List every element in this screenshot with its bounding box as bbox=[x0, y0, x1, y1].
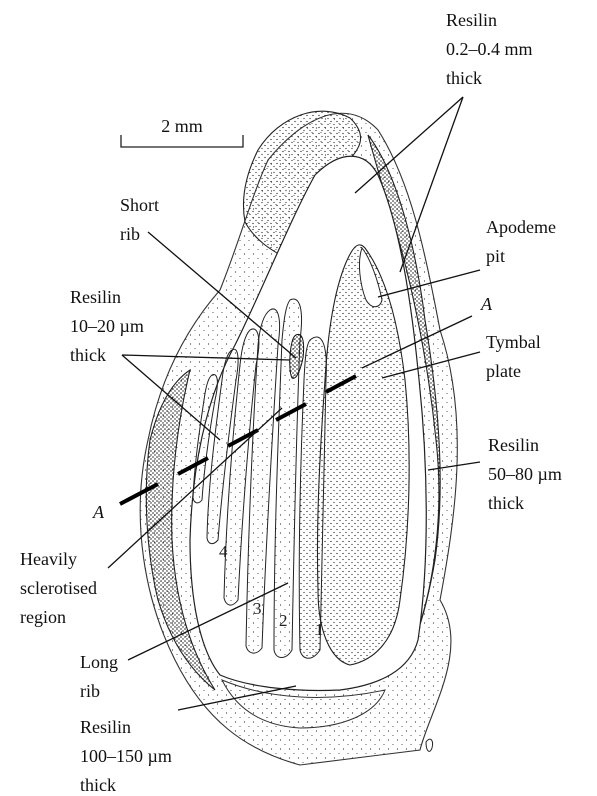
label-line: Resilin bbox=[80, 717, 131, 737]
label-line: rib bbox=[120, 224, 140, 244]
label-line: thick bbox=[446, 68, 482, 88]
label-line: thick bbox=[70, 345, 106, 365]
label-resilin-100-150: Resilin 100–150 µm thick bbox=[80, 717, 172, 795]
label-line: 10–20 µm bbox=[70, 316, 144, 336]
label-line: sclerotised bbox=[20, 578, 97, 598]
label-line: Resilin bbox=[446, 10, 497, 30]
label-long-rib: Long rib bbox=[80, 652, 118, 701]
label-line: Resilin bbox=[70, 287, 121, 307]
label-line: Resilin bbox=[488, 435, 539, 455]
scale-bar-label: 2 mm bbox=[161, 116, 203, 136]
scale-bar: 2 mm bbox=[121, 116, 243, 147]
rib-number-2: 2 bbox=[279, 611, 288, 630]
label-heavily-sclerotised: Heavily sclerotised region bbox=[20, 549, 97, 627]
label-line: thick bbox=[488, 493, 524, 513]
label-resilin-thick-top: Resilin 0.2–0.4 mm thick bbox=[446, 10, 533, 88]
small-mark bbox=[426, 739, 433, 751]
label-line: Heavily bbox=[20, 549, 77, 569]
label-section-a-right: A bbox=[480, 294, 493, 314]
label-resilin-50-80: Resilin 50–80 µm thick bbox=[488, 435, 562, 513]
scale-bar-line bbox=[121, 135, 243, 147]
label-line: Long bbox=[80, 652, 118, 672]
rib-number-4: 4 bbox=[219, 542, 228, 561]
tymbal-drawing bbox=[120, 111, 457, 765]
label-line: pit bbox=[486, 246, 505, 266]
label-section-a-left: A bbox=[92, 502, 105, 522]
label-line: 50–80 µm bbox=[488, 464, 562, 484]
rib-number-1: 1 bbox=[315, 620, 324, 639]
label-line: thick bbox=[80, 775, 116, 795]
label-apodeme-pit: Apodeme pit bbox=[486, 217, 556, 266]
leader-resilin-top-2 bbox=[400, 97, 463, 272]
label-line: plate bbox=[486, 361, 521, 381]
label-line: rib bbox=[80, 681, 100, 701]
label-line: Short bbox=[120, 195, 159, 215]
label-line: 0.2–0.4 mm bbox=[446, 39, 533, 59]
label-line: Apodeme bbox=[486, 217, 556, 237]
label-resilin-10-20: Resilin 10–20 µm thick bbox=[70, 287, 144, 365]
label-line: 100–150 µm bbox=[80, 746, 172, 766]
label-tymbal-plate: Tymbal plate bbox=[486, 332, 541, 381]
label-line: region bbox=[20, 607, 66, 627]
label-line: Tymbal bbox=[486, 332, 541, 352]
rib-number-3: 3 bbox=[253, 599, 262, 618]
